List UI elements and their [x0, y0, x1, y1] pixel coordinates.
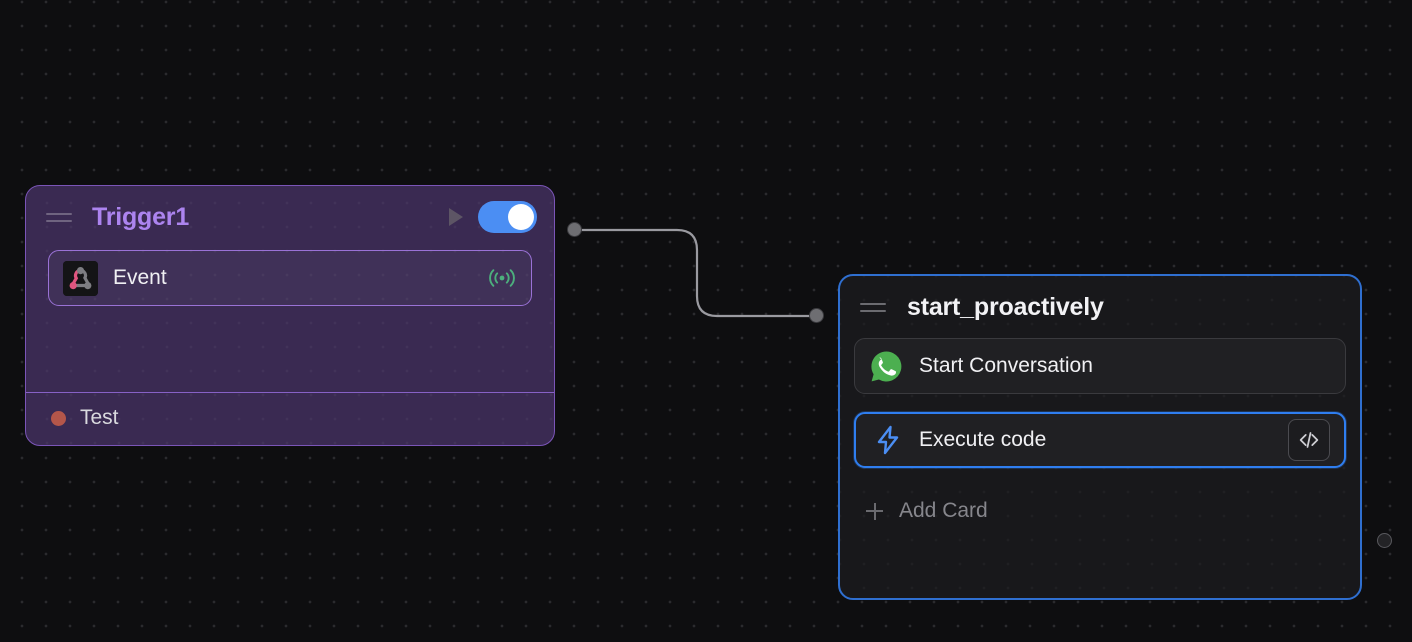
status-dot-icon [51, 410, 66, 426]
test-label: Test [80, 406, 119, 429]
trigger-node-title: Trigger1 [92, 202, 190, 231]
trigger-node-footer[interactable]: Test [26, 391, 554, 445]
action-node-title: start_proactively [907, 292, 1104, 321]
trigger-node-divider [26, 392, 554, 393]
trigger-node[interactable]: Trigger1 Event [25, 185, 555, 446]
trigger-card-event[interactable]: Event [48, 250, 532, 306]
action-card-label: Execute code [919, 428, 1047, 451]
trigger-card-label: Event [113, 266, 167, 289]
action-node-header[interactable]: start_proactively [840, 276, 1360, 338]
add-card-label: Add Card [899, 499, 988, 522]
trigger-output-port[interactable] [567, 222, 582, 237]
whatsapp-icon [869, 349, 904, 384]
code-brackets-icon[interactable] [1288, 419, 1330, 461]
drag-handle-icon[interactable] [860, 294, 886, 320]
drag-handle-icon[interactable] [46, 204, 72, 230]
add-card-button[interactable]: Add Card [840, 488, 1360, 534]
plus-icon [866, 502, 883, 520]
action-input-port[interactable] [809, 308, 824, 323]
broadcast-icon[interactable] [487, 266, 517, 290]
edge-path [580, 228, 812, 318]
action-card-start-conversation[interactable]: Start Conversation [854, 338, 1346, 394]
action-output-port[interactable] [1377, 533, 1392, 548]
toggle-knob [508, 204, 534, 230]
action-card-label: Start Conversation [919, 354, 1093, 377]
trigger-node-header[interactable]: Trigger1 [26, 186, 554, 248]
play-icon[interactable] [449, 208, 463, 226]
lightning-bolt-icon [872, 424, 904, 456]
webhook-icon [63, 260, 98, 296]
action-node[interactable]: start_proactively Start Conversation Exe… [838, 274, 1362, 600]
enabled-toggle[interactable] [478, 201, 537, 233]
action-card-execute-code[interactable]: Execute code [854, 412, 1346, 468]
